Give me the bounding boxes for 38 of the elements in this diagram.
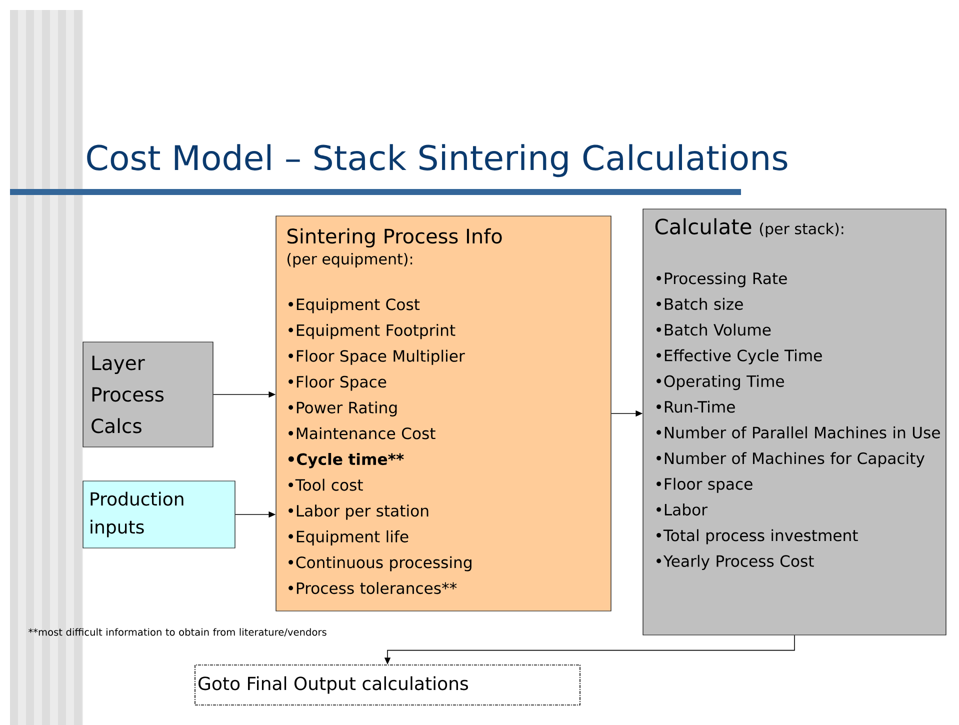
list-item: •Cycle time**: [288, 453, 404, 468]
panel-subheading: (per stack):: [760, 222, 844, 238]
list-item: •Labor per station: [288, 504, 428, 520]
box-text: Goto Final Output calculations: [198, 676, 468, 694]
list-item: •Continuous processing: [288, 556, 472, 572]
list-item: •Floor space: [656, 478, 752, 493]
box-text: Production inputs: [90, 492, 184, 538]
panel-subheading: (per equipment):: [288, 252, 412, 268]
list-item: •Floor Space: [288, 376, 386, 391]
list-item: •Equipment Footprint: [288, 324, 456, 340]
list-item: •Equipment Cost: [288, 298, 420, 314]
list-item: •Number of Parallel Machines in Use: [656, 426, 940, 438]
list-item: •Number of Machines for Capacity: [656, 452, 925, 468]
list-item: •Equipment life: [288, 530, 408, 546]
box-text: Layer Process Calcs: [92, 356, 164, 434]
list-item: •Batch size: [656, 298, 743, 310]
list-item: •Labor: [656, 504, 708, 516]
list-item: •Batch Volume: [656, 324, 771, 336]
list-item: •Floor Space Multiplier: [288, 350, 465, 365]
list-item: •Power Rating: [288, 401, 397, 416]
list-item: •Tool cost: [288, 478, 363, 491]
info-panel: [642, 208, 946, 636]
list-item: •Effective Cycle Time: [656, 349, 822, 364]
process-box: [82, 342, 214, 448]
footnote: **most difficult information to obtain from literature/vendors: [28, 628, 326, 637]
info-panel: [276, 216, 612, 612]
list-item: •Run-Time: [656, 400, 735, 413]
panel-heading: Calculate: [655, 218, 752, 234]
list-item: •Total process investment: [656, 529, 858, 544]
list-item: •Operating Time: [656, 375, 784, 390]
list-item: •Yearly Process Cost: [656, 554, 814, 570]
slide-title: Cost Model – Stack Sintering Calculations: [87, 144, 788, 178]
list-item: •Processing Rate: [656, 272, 787, 288]
output-box: [194, 664, 580, 706]
input-box: [82, 480, 236, 548]
list-item: •Maintenance Cost: [288, 427, 436, 440]
panel-heading: Sintering Process Info: [288, 228, 502, 248]
list-item: •Process tolerances**: [288, 582, 457, 594]
